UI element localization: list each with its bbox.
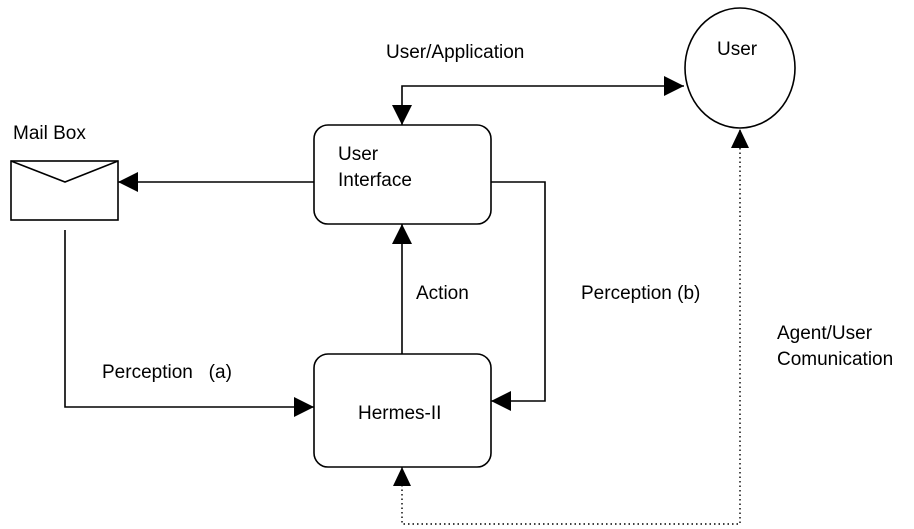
envelope-icon [10,160,119,221]
user-label: User [717,39,758,60]
agent-user-label-line1: Agent/User [777,323,873,344]
mailbox-label: Mail Box [13,123,86,144]
agent-user-label-line2: Comunication [777,349,893,370]
user-interface-label-line2: Interface [338,170,412,191]
perception-b-label: Perception (b) [581,283,700,304]
action-label: Action [416,283,469,304]
user-node [684,7,796,129]
hermes-label: Hermes-II [358,403,441,424]
agent-user-communication-arrow [401,128,741,525]
user-application-label: User/Application [386,42,524,63]
user-application-arrow [392,76,684,125]
hermes-incoming-arrowhead [393,467,411,486]
user-interface-label-line1: User [338,144,379,165]
perception-a-arrow [64,230,314,417]
perception-b-arrow [491,181,546,411]
perception-a-label: Perception (a) [102,362,232,383]
user-incoming-arrowhead [731,129,749,148]
